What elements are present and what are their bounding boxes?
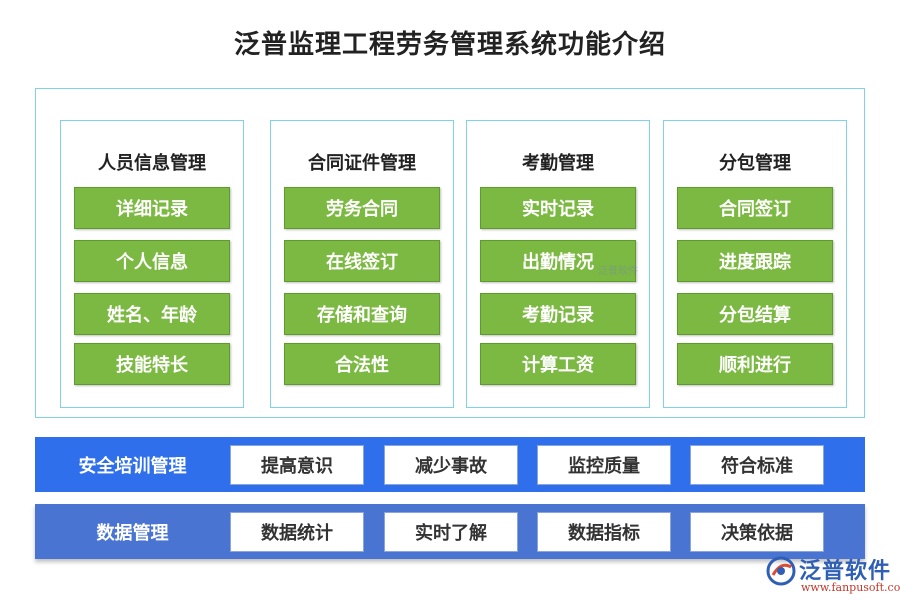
module-personnel-info: 人员信息管理 详细记录 个人信息 姓名、年龄 技能特长 (60, 120, 244, 408)
module-item: 存储和查询 (284, 293, 440, 335)
module-item: 分包结算 (677, 293, 833, 335)
fanpu-logo: 泛普软件 www.fanpusoft.com (765, 553, 900, 597)
fanpu-logo-icon (766, 556, 796, 586)
module-subcontract: 分包管理 合同签订 进度跟踪 分包结算 顺利进行 (663, 120, 847, 408)
module-item: 计算工资 (480, 343, 636, 385)
module-item: 进度跟踪 (677, 240, 833, 282)
module-contract-certificate: 合同证件管理 劳务合同 在线签订 存储和查询 合法性 (270, 120, 454, 408)
module-item: 出勤情况 (480, 240, 636, 282)
band-label: 数据管理 (96, 522, 169, 544)
module-attendance: 考勤管理 实时记录 出勤情况 考勤记录 计算工资 (466, 120, 650, 408)
module-item: 顺利进行 (677, 343, 833, 385)
band-label: 安全培训管理 (78, 455, 187, 477)
module-item: 个人信息 (74, 240, 230, 282)
band-data-management: 数据管理 数据统计 实时了解 数据指标 决策依据 (35, 504, 865, 559)
logo-url: www.fanpusoft.com (801, 581, 900, 594)
module-item: 合法性 (284, 343, 440, 385)
band-item: 监控质量 (537, 445, 671, 485)
module-title: 分包管理 (719, 153, 791, 174)
module-item: 实时记录 (480, 187, 636, 229)
module-title: 合同证件管理 (308, 153, 416, 174)
page-title: 泛普监理工程劳务管理系统功能介绍 (233, 30, 666, 60)
module-item: 详细记录 (74, 187, 230, 229)
watermark-text: 泛普软件 (598, 266, 638, 277)
module-item: 技能特长 (74, 343, 230, 385)
band-item: 实时了解 (384, 512, 518, 552)
band-item: 符合标准 (690, 445, 824, 485)
band-item: 决策依据 (690, 512, 824, 552)
module-item: 合同签订 (677, 187, 833, 229)
module-item: 劳务合同 (284, 187, 440, 229)
module-title: 考勤管理 (522, 153, 594, 174)
module-item: 姓名、年龄 (74, 293, 230, 335)
band-item: 提高意识 (230, 445, 364, 485)
module-title: 人员信息管理 (98, 153, 206, 174)
band-item: 减少事故 (384, 445, 518, 485)
band-safety-training: 安全培训管理 提高意识 减少事故 监控质量 符合标准 (35, 437, 865, 492)
band-item: 数据统计 (230, 512, 364, 552)
logo-name: 泛普软件 (799, 559, 892, 584)
modules-container (35, 88, 865, 418)
band-item: 数据指标 (537, 512, 671, 552)
module-item: 在线签订 (284, 240, 440, 282)
module-item: 考勤记录 (480, 293, 636, 335)
